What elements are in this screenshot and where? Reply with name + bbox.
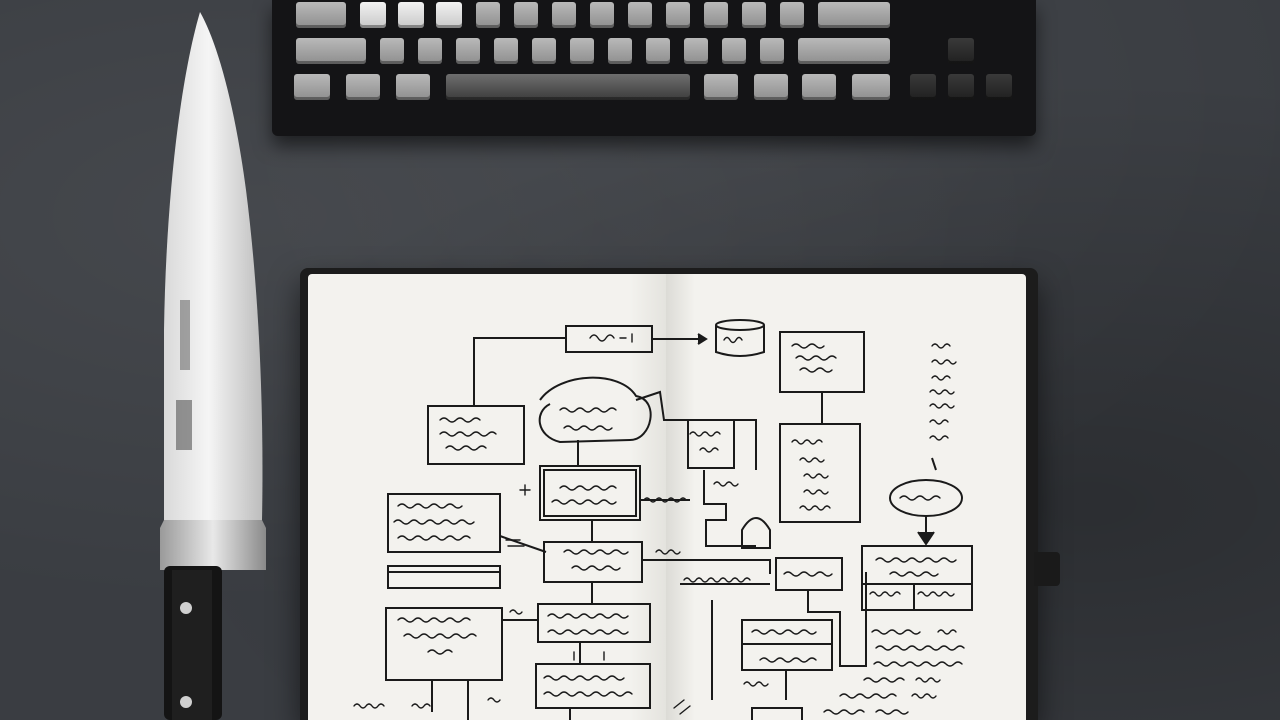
key [666,2,690,28]
illegible-scribbles [353,333,965,715]
key [346,74,380,100]
key [628,2,652,28]
key [398,2,424,28]
keyboard [272,0,1036,136]
key [418,38,442,64]
key [294,74,330,100]
key [608,38,632,64]
key [494,38,518,64]
bookmark-ribbon [1034,552,1060,586]
key [380,38,404,64]
key [476,2,500,28]
key [590,2,614,28]
key [296,2,346,28]
key [514,2,538,28]
notebook-left-page [308,274,666,720]
key [802,74,836,100]
key [754,74,788,100]
key [798,38,890,64]
spacebar [446,74,690,100]
key [780,2,804,28]
key [704,74,738,100]
key [852,74,890,100]
key [760,38,784,64]
key [552,2,576,28]
key [456,38,480,64]
key [646,38,670,64]
key [684,38,708,64]
key [742,2,766,28]
key [704,2,728,28]
key [722,38,746,64]
key [296,38,366,64]
key [570,38,594,64]
arrow-key [910,74,936,100]
key [532,38,556,64]
arrow-key [986,74,1012,100]
chef-knife [160,12,266,720]
key [818,2,890,28]
key [436,2,462,28]
key [396,74,430,100]
arrow-key [948,74,974,100]
key [948,38,974,64]
key [360,2,386,28]
notebook-right-page [666,274,1026,720]
